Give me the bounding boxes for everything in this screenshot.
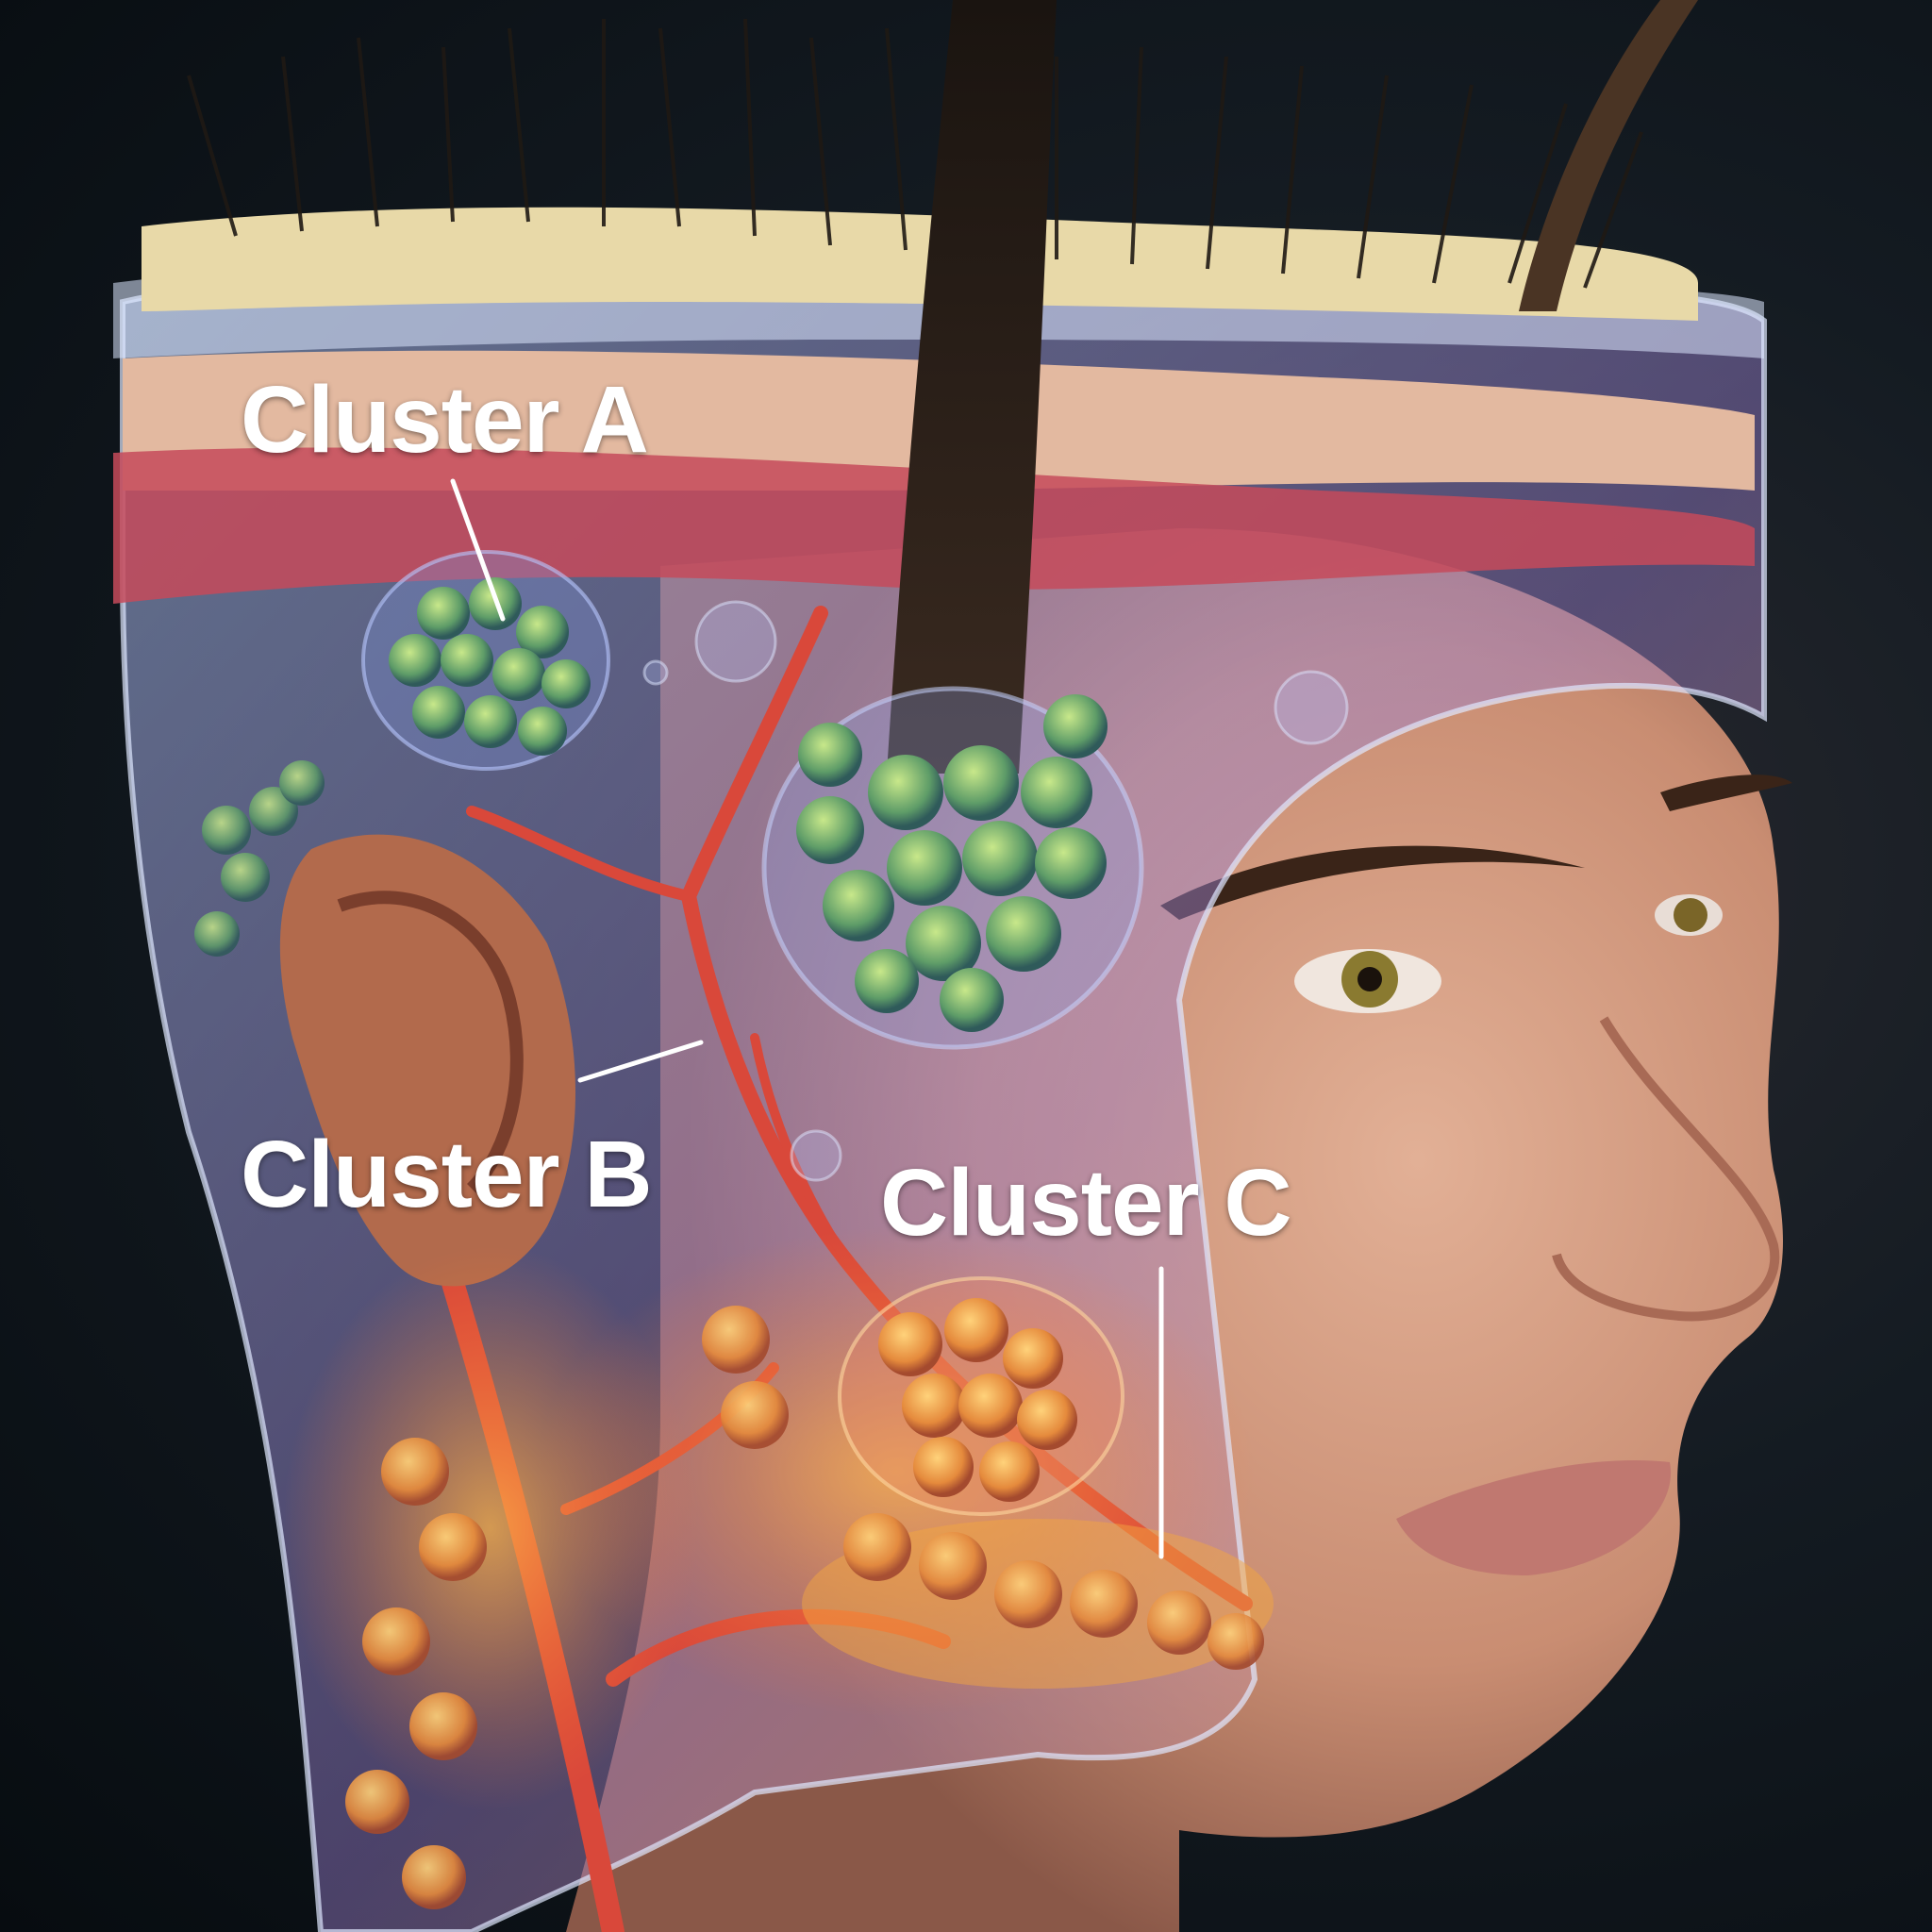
- cluster-a-label: Cluster A: [241, 367, 649, 473]
- cluster-c-label: Cluster C: [880, 1150, 1292, 1256]
- cluster-b-label: Cluster B: [241, 1122, 653, 1227]
- cluster-c-gland: [838, 1276, 1124, 1516]
- lips: [1396, 1460, 1672, 1575]
- floating-bubbles: [642, 600, 1349, 1182]
- nose: [1552, 1016, 1780, 1322]
- leader-lines: [450, 478, 1164, 1559]
- cluster-b-pointer: [577, 1040, 704, 1083]
- cluster-a-pointer: [450, 478, 506, 622]
- eyebrow-far: [1660, 774, 1792, 811]
- eyebrow: [1160, 845, 1585, 920]
- follicle-gland: [761, 686, 1144, 1050]
- follicle-hair-strand-right: [1519, 0, 1698, 311]
- side-gland: [194, 760, 325, 957]
- follicle-hair-strand: [887, 0, 1057, 774]
- ear: [279, 834, 575, 1287]
- cluster-a-gland: [361, 550, 610, 771]
- lower-glands: [345, 1306, 1274, 1909]
- skin-surface: [142, 207, 1698, 321]
